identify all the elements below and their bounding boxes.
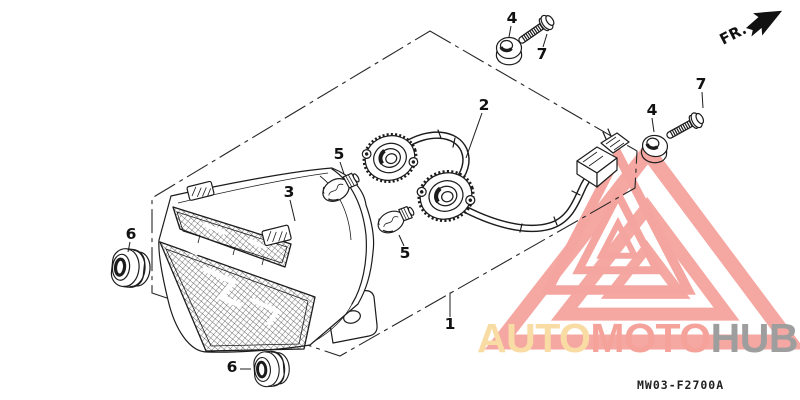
bulb-socket-drawing-2 [416,169,476,223]
leader-lines [127,25,704,370]
bulb-drawing-2 [377,206,415,234]
part-label-6a: 6 [126,225,137,243]
bolt-drawing-2 [666,112,705,139]
part-label-5b: 5 [400,244,411,262]
nut-drawing-1 [495,36,523,66]
part-label-5a: 5 [334,145,345,163]
bulb-drawing-1 [322,172,360,202]
part-label-7a: 7 [537,45,548,63]
wordmark-moto: MOTO [590,315,710,361]
bolt-drawing-1 [518,14,555,44]
taillight-clip [261,224,292,247]
fr-label: FR. [717,20,750,49]
wordmark-hub: HUB [711,315,798,361]
part-label-1: 1 [445,315,456,333]
part-label-4b: 4 [647,101,658,119]
diagram-code: MW03-F2700A [637,378,724,392]
bulb-socket-drawing-1 [361,132,419,184]
part-label-7b: 7 [696,75,707,93]
part-label-3: 3 [284,183,295,201]
wordmark-auto: AUTO [477,315,590,361]
part-label-4a: 4 [507,9,518,27]
part-label-6b: 6 [227,358,238,376]
watermark-wordmark: AUTOMOTOHUB [477,315,798,361]
fr-direction-marker: FR. [717,10,783,49]
taillight-clip [186,180,215,201]
grommet-drawing-2 [253,350,290,388]
taillight-unit-drawing [158,167,378,353]
assembly-boundary-outline [151,30,638,357]
harness-connector-drawing [576,128,630,188]
part-label-2: 2 [479,96,490,114]
grommet-drawing-1 [110,248,151,288]
watermark-triangle-small [540,144,696,295]
fr-arrow-icon [746,10,783,37]
nut-drawing-2 [640,134,669,164]
watermark: AUTOMOTOHUB [477,139,800,361]
wire-harness-drawing [361,128,630,233]
